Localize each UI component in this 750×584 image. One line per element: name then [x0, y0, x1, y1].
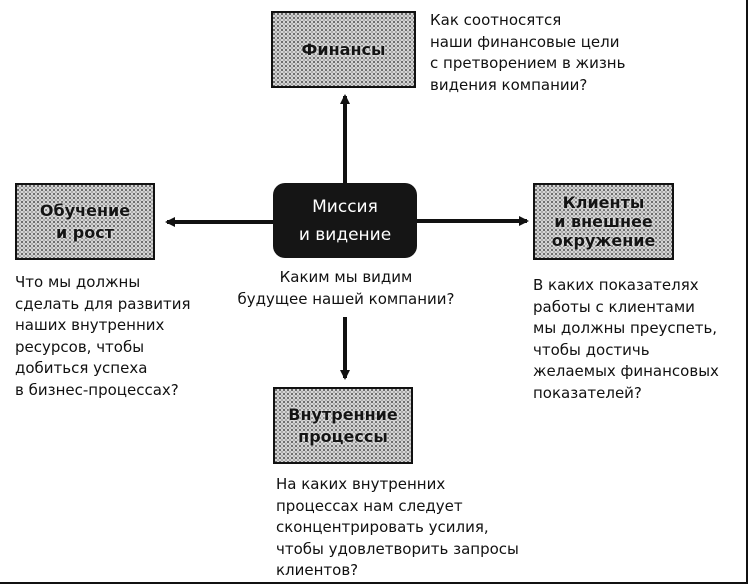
mission-vision-box: Миссия и видение — [273, 183, 417, 258]
customers-question: В каких показателях работы с клиентами м… — [533, 276, 719, 402]
learning-question: Что мы должны сделать для развития наших… — [15, 273, 191, 399]
processes-box: Внутренние процессы — [273, 387, 413, 464]
mission-vision-question: Каким мы видим будущее нашей компании? — [237, 268, 455, 308]
finance-label: Финансы — [301, 39, 386, 59]
learning-box: Обучение и рост — [15, 183, 155, 260]
processes-question: На каких внутренних процессах нам следуе… — [276, 475, 519, 579]
finance-question: Как соотносятся наши финансовые цели с п… — [430, 11, 626, 94]
mission-vision-label: Миссия и видение — [298, 196, 392, 245]
processes-label: Внутренние процессы — [288, 404, 398, 446]
customers-box: Клиенты и внешнее окружение — [533, 183, 674, 260]
customers-label: Клиенты и внешнее окружение — [551, 193, 656, 250]
finance-box: Финансы — [271, 11, 416, 88]
learning-label: Обучение и рост — [39, 200, 131, 242]
